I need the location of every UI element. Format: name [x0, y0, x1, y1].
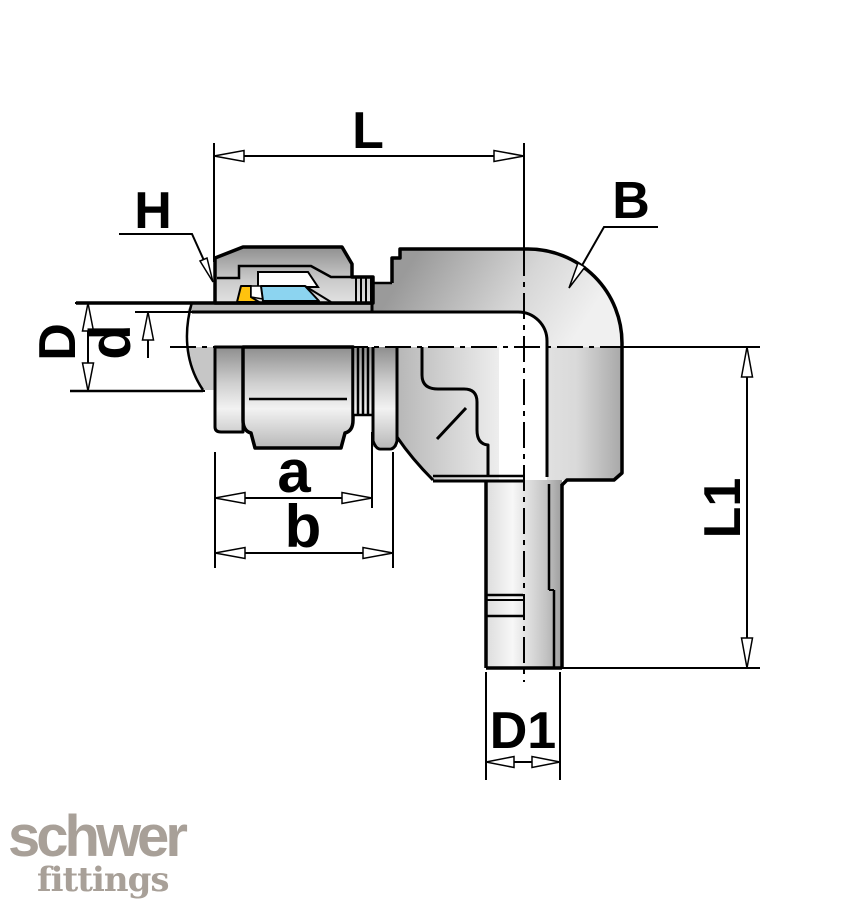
arrowhead [214, 491, 246, 505]
arrowhead [485, 755, 515, 769]
elbow-body-upper [372, 249, 622, 347]
arrowhead [740, 637, 754, 669]
dim-label-L1: L1 [694, 478, 752, 539]
dimension-D: D [29, 302, 205, 392]
body-hex-outline [371, 347, 399, 451]
logo-fittings: fittings [37, 860, 169, 900]
dimension-b: b [214, 452, 394, 568]
logo-schwer: schwer [8, 804, 187, 869]
leader-line [119, 233, 212, 277]
arrowhead [214, 546, 246, 560]
nut-lower-exterior [213, 345, 399, 451]
arrowhead [341, 491, 373, 505]
leader-line [571, 226, 658, 284]
dimension-D1: D1 [485, 672, 561, 780]
arrowhead [198, 256, 214, 283]
bore-inner-edge [192, 310, 549, 477]
arrowhead [362, 546, 394, 560]
body-outer-outline [390, 247, 624, 487]
dim-label-D: D [29, 323, 87, 361]
arrowhead [81, 362, 95, 392]
dim-label-H: H [134, 182, 172, 240]
arrowhead [141, 311, 155, 341]
arrowhead [531, 755, 561, 769]
elbow-body-lower [397, 343, 622, 480]
nut-hex [241, 345, 355, 450]
arrowhead [493, 149, 525, 163]
section-diagonal-line [435, 406, 468, 441]
dim-label-D1: D1 [490, 702, 556, 760]
dim-label-B: B [612, 172, 650, 230]
clamping-ring [257, 271, 320, 288]
thread-lines-upper [355, 278, 372, 302]
body-upper-fill [372, 249, 622, 347]
body-inner-steps [420, 347, 490, 477]
nut-collar [213, 345, 245, 434]
dimension-L1: L1 [558, 346, 760, 669]
dim-label-d: d [78, 324, 143, 359]
dimension-a: a [214, 432, 373, 568]
dim-label-a: a [277, 438, 311, 505]
dimension-L: L [213, 102, 525, 262]
leader-H: H [119, 182, 214, 283]
leader-B: B [568, 172, 658, 289]
nut-inner-steps [217, 264, 352, 280]
ferrule-cutting-edge [304, 285, 332, 303]
dimension-d: d [78, 311, 192, 360]
brand-logo: schwer fittings [8, 804, 191, 900]
dim-label-b: b [285, 493, 322, 560]
arrowhead [740, 346, 754, 378]
tube-shadow-sliver [188, 347, 215, 390]
body-hex-lower [373, 347, 397, 447]
tube-wall-section [187, 303, 372, 312]
arrowhead [213, 149, 245, 163]
arrowhead [81, 302, 95, 332]
ferrule-cyan [260, 285, 320, 302]
arrowhead [568, 261, 587, 289]
ferrule-assembly [236, 271, 332, 303]
dim-label-L: L [352, 102, 384, 160]
centerlines [170, 250, 626, 682]
